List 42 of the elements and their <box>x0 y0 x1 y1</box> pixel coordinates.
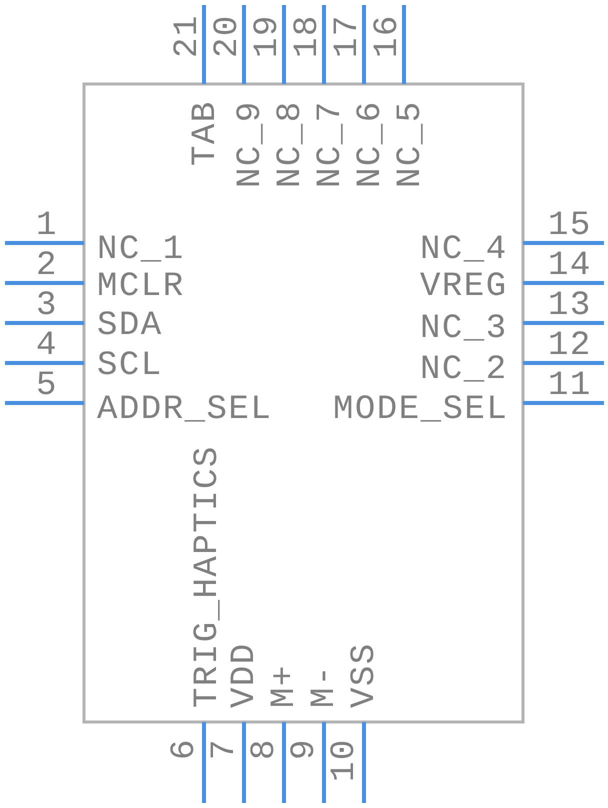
pin-number: 11 <box>548 369 592 403</box>
pin-label: NC_1 <box>97 233 185 267</box>
pin-number: 19 <box>251 14 285 58</box>
pin-number: 5 <box>36 369 58 403</box>
pin-number: 16 <box>371 14 405 58</box>
pin-label: NC_7 <box>314 100 348 188</box>
pin-label: NC_5 <box>394 100 428 188</box>
pin-number: 10 <box>328 738 362 782</box>
pin-label: MCLR <box>97 270 185 304</box>
pin-label: NC_9 <box>234 100 268 188</box>
pin-label: NC_2 <box>420 353 508 387</box>
pin-label: MODE_SEL <box>333 393 508 427</box>
pin-number: 14 <box>548 249 592 283</box>
pin-label: ADDR_SEL <box>97 393 272 427</box>
pin-label: M+ <box>268 664 302 708</box>
pin-label: VDD <box>228 642 262 708</box>
pin-number: 15 <box>548 209 592 243</box>
pin-label: M- <box>308 664 342 708</box>
pin-number: 2 <box>36 249 58 283</box>
pin-label: VSS <box>348 642 382 708</box>
pin-number: 21 <box>171 14 205 58</box>
pin-number: 4 <box>36 329 58 363</box>
pin-number: 20 <box>211 14 245 58</box>
pin-number: 8 <box>248 738 282 760</box>
pin-number: 18 <box>291 14 325 58</box>
pin-number: 17 <box>331 14 365 58</box>
pin-label: TRIG_HAPTICS <box>191 445 225 708</box>
pin-label: TAB <box>189 100 223 166</box>
pin-number: 3 <box>36 289 58 323</box>
pin-label: SDA <box>97 309 163 343</box>
pin-label: NC_8 <box>274 100 308 188</box>
pin-label: NC_4 <box>420 233 508 267</box>
pin-number: 7 <box>208 738 242 760</box>
pin-label: NC_6 <box>354 100 388 188</box>
pin-number: 1 <box>36 209 58 243</box>
pin-number: 13 <box>548 289 592 323</box>
pin-number: 12 <box>548 329 592 363</box>
pin-label: VREG <box>420 270 508 304</box>
pin-number: 6 <box>168 738 202 760</box>
pin-label: NC_3 <box>420 312 508 346</box>
pin-number: 9 <box>288 738 322 760</box>
pin-label: SCL <box>97 349 163 383</box>
